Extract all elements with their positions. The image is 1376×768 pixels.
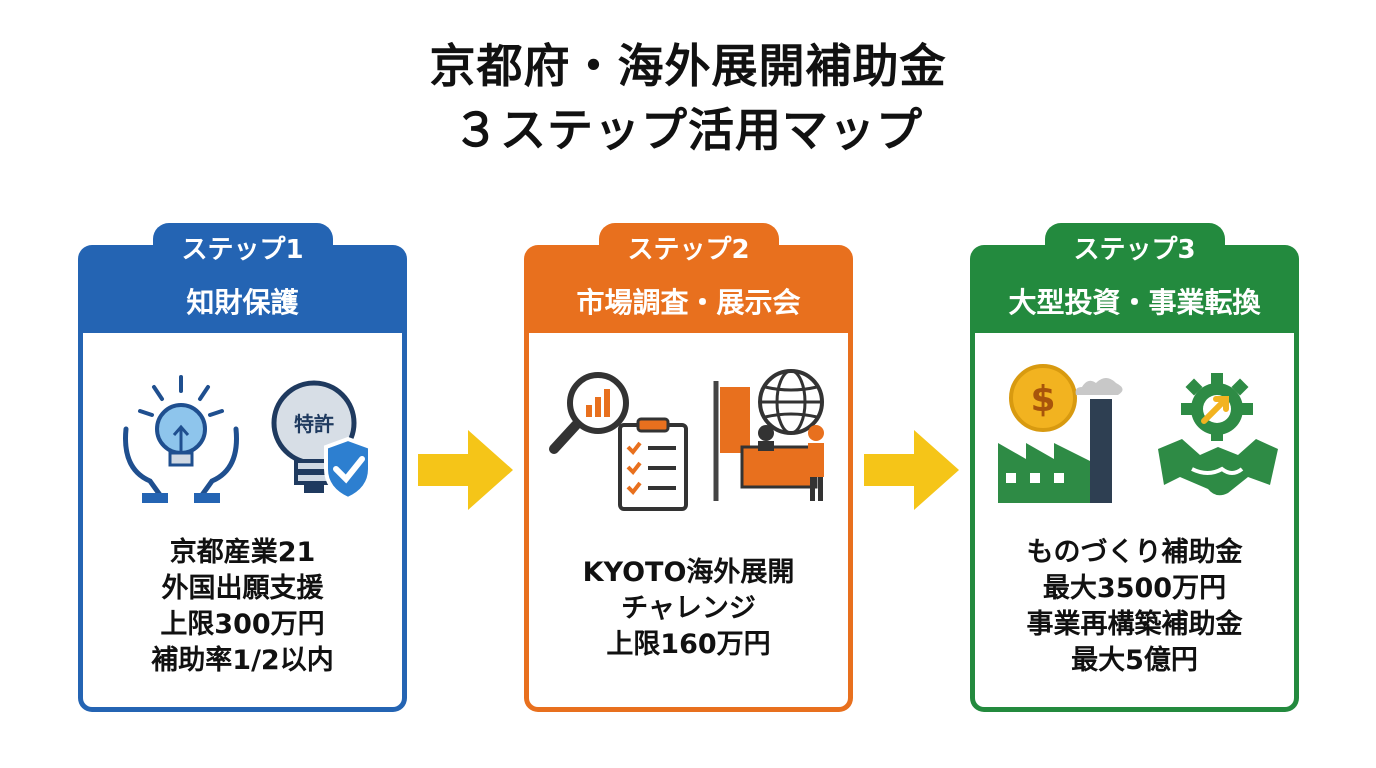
step-2-icons [524, 353, 853, 523]
exhibition-booth-icon [713, 381, 824, 501]
step-2-card: ステップ2 市場調査・展示会 [524, 223, 853, 712]
step-1-line-1: 京都産業21 [169, 537, 316, 568]
arrow-2-icon [864, 430, 959, 510]
step-1-label: ステップ1 [181, 235, 304, 265]
hands-lightbulb-icon [123, 375, 239, 503]
arrow-1-icon [418, 430, 513, 510]
step-2-text: KYOTO海外展開 チャレンジ 上限160万円 [534, 555, 843, 663]
title-line-1: 京都府・海外展開補助金 [429, 39, 947, 93]
patent-bulb-shield-icon: 特許 [271, 380, 372, 502]
step-3-icons: $ [970, 353, 1299, 523]
dollar-text: $ [1030, 379, 1055, 420]
step-3-line-2: 最大3500万円 [1042, 573, 1227, 604]
patent-text: 特許 [294, 412, 334, 436]
step-3-text: ものづくり補助金 最大3500万円 事業再構築補助金 最大5億円 [980, 535, 1289, 679]
step-2-line-1: KYOTO海外展開 [582, 557, 795, 588]
step-2-label: ステップ2 [627, 235, 750, 265]
step-3-body [970, 333, 1299, 712]
step-1-text: 京都産業21 外国出願支援 上限300万円 補助率1/2以内 [88, 535, 397, 679]
step-1-name: 知財保護 [186, 286, 299, 319]
step-2-name: 市場調査・展示会 [576, 286, 801, 319]
step-2-line-2: チャレンジ [621, 593, 756, 624]
title-line-2: ３ステップ活用マップ [453, 103, 923, 157]
factory-icon [998, 378, 1123, 503]
step-1-line-3: 上限300万円 [160, 609, 325, 640]
step-3-line-1: ものづくり補助金 [1026, 537, 1243, 568]
step-3-name: 大型投資・事業転換 [1008, 286, 1261, 319]
step-1-icons: 特許 [78, 353, 407, 523]
step-2-line-3: 上限160万円 [606, 629, 771, 660]
step-1-line-2: 外国出願支援 [161, 573, 324, 604]
step-1-card: ステップ1 知財保護 特許 京都産業21 外国 [78, 223, 407, 712]
checklist-clipboard-icon [618, 417, 688, 511]
step-1-line-4: 補助率1/2以内 [151, 645, 334, 676]
step-1-body [78, 333, 407, 712]
magnifier-chart-icon [549, 372, 629, 454]
dollar-coin-icon: $ [1009, 364, 1077, 432]
page-title: 京都府・海外展開補助金 ３ステップ活用マップ [0, 34, 1376, 162]
step-3-card: ステップ3 大型投資・事業転換 $ [970, 223, 1299, 712]
step-3-line-4: 最大5億円 [1071, 645, 1198, 676]
gear-handshake-icon [1158, 373, 1278, 496]
globe-icon [758, 369, 824, 435]
step-3-line-3: 事業再構築補助金 [1026, 609, 1243, 640]
step-3-label: ステップ3 [1073, 235, 1196, 265]
